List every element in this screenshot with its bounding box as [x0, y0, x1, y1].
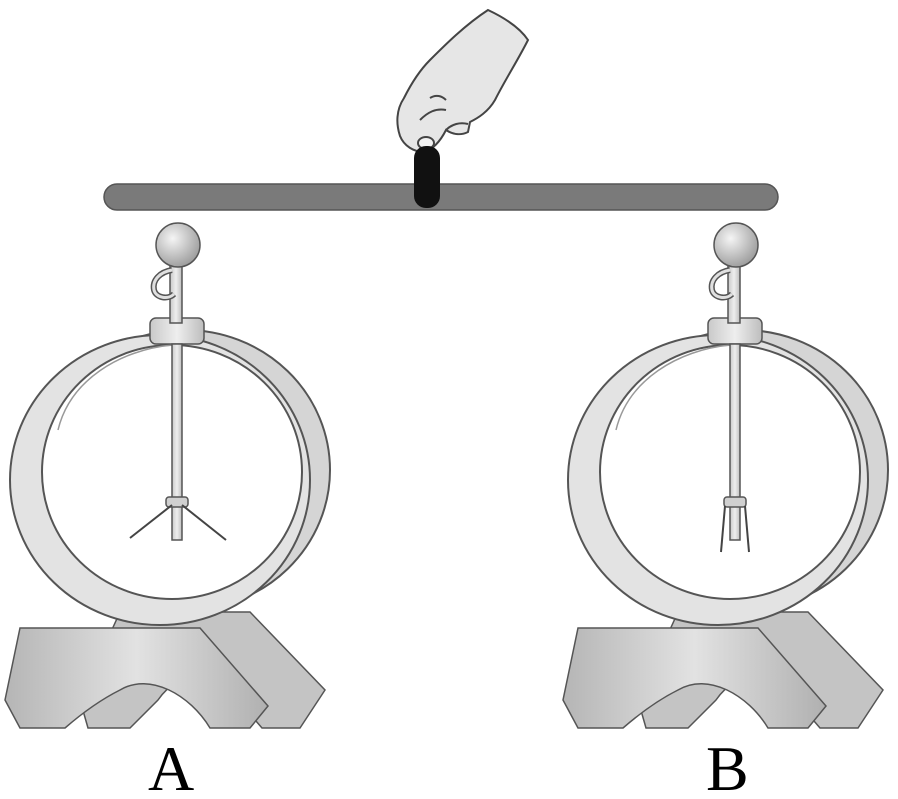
label-b: B: [706, 733, 749, 799]
label-a: A: [148, 733, 194, 799]
conducting-rod: [103, 183, 779, 211]
electroscope-a-leaves: [129, 504, 227, 541]
electroscope-a-housing: [9, 329, 331, 626]
electroscope-b-leaves: [720, 505, 750, 553]
electroscope-a-terminal: [149, 222, 205, 541]
sphere-icon: [713, 222, 759, 268]
electroscope-b-base: [562, 611, 884, 729]
electroscope-a: A: [4, 222, 331, 799]
sphere-icon: [155, 222, 201, 268]
electroscope-b-terminal: [707, 222, 763, 541]
hand-icon: [396, 8, 530, 154]
electroscope-b: B: [562, 222, 889, 799]
electroscope-b-housing: [567, 329, 889, 626]
electroscope-a-base: [4, 611, 326, 729]
insulating-handle: [414, 146, 440, 208]
